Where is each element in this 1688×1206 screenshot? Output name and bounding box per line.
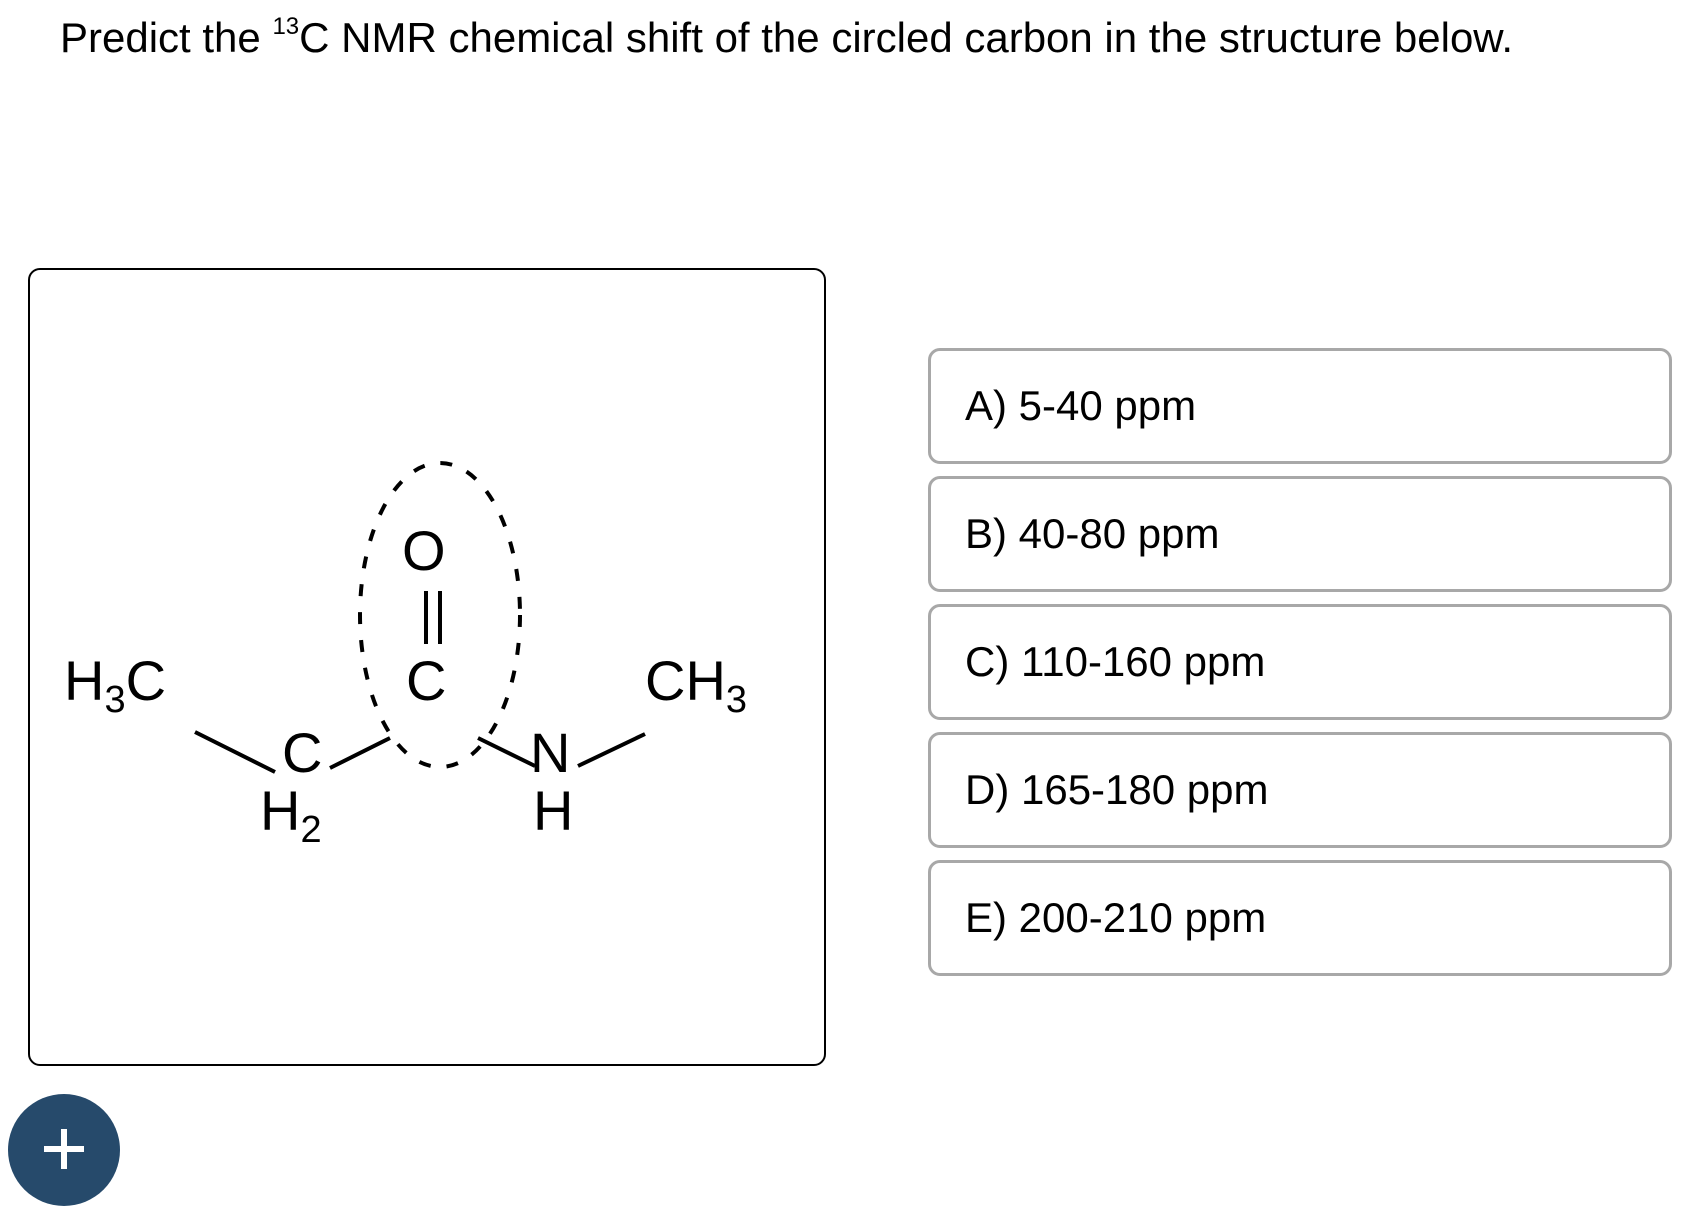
add-button[interactable] xyxy=(8,1094,120,1206)
bond-ch3-ch2 xyxy=(194,730,276,774)
option-b[interactable]: B) 40-80 ppm xyxy=(928,476,1672,592)
nh-h-label: H xyxy=(533,779,573,842)
ch3-right-label: CH3 xyxy=(645,649,747,721)
nitrogen-label: N xyxy=(530,721,570,784)
option-d-label: D) 165-180 ppm xyxy=(965,766,1269,813)
circled-carbon-marker xyxy=(358,461,522,769)
ch2-h-label: H2 xyxy=(260,779,322,851)
structure-panel: H3C C H2 O C N H CH3 xyxy=(28,268,826,1066)
option-a-label: A) 5-40 ppm xyxy=(965,382,1197,429)
ch2-carbon-label: C xyxy=(282,721,322,784)
carbonyl-oxygen-label: O xyxy=(402,519,446,582)
bond-n-ch3 xyxy=(577,732,646,768)
ch3-left-label: H3C xyxy=(64,649,166,721)
question-text: Predict the 13C NMR chemical shift of th… xyxy=(60,13,1513,61)
bond-ch2-carbonyl xyxy=(329,736,391,770)
option-a[interactable]: A) 5-40 ppm xyxy=(928,348,1672,464)
option-b-label: B) 40-80 ppm xyxy=(965,510,1220,557)
carbonyl-carbon-label: C xyxy=(406,649,446,712)
bond-carbonyl-n xyxy=(477,736,536,768)
option-d[interactable]: D) 165-180 ppm xyxy=(928,732,1672,848)
option-e-label: E) 200-210 ppm xyxy=(965,894,1267,941)
answer-options: A) 5-40 ppm B) 40-80 ppm C) 110-160 ppm … xyxy=(928,348,1672,988)
amide-structure: H3C C H2 O C N H CH3 xyxy=(64,461,747,851)
option-e[interactable]: E) 200-210 ppm xyxy=(928,860,1672,976)
option-c[interactable]: C) 110-160 ppm xyxy=(928,604,1672,720)
option-c-label: C) 110-160 ppm xyxy=(965,638,1266,685)
